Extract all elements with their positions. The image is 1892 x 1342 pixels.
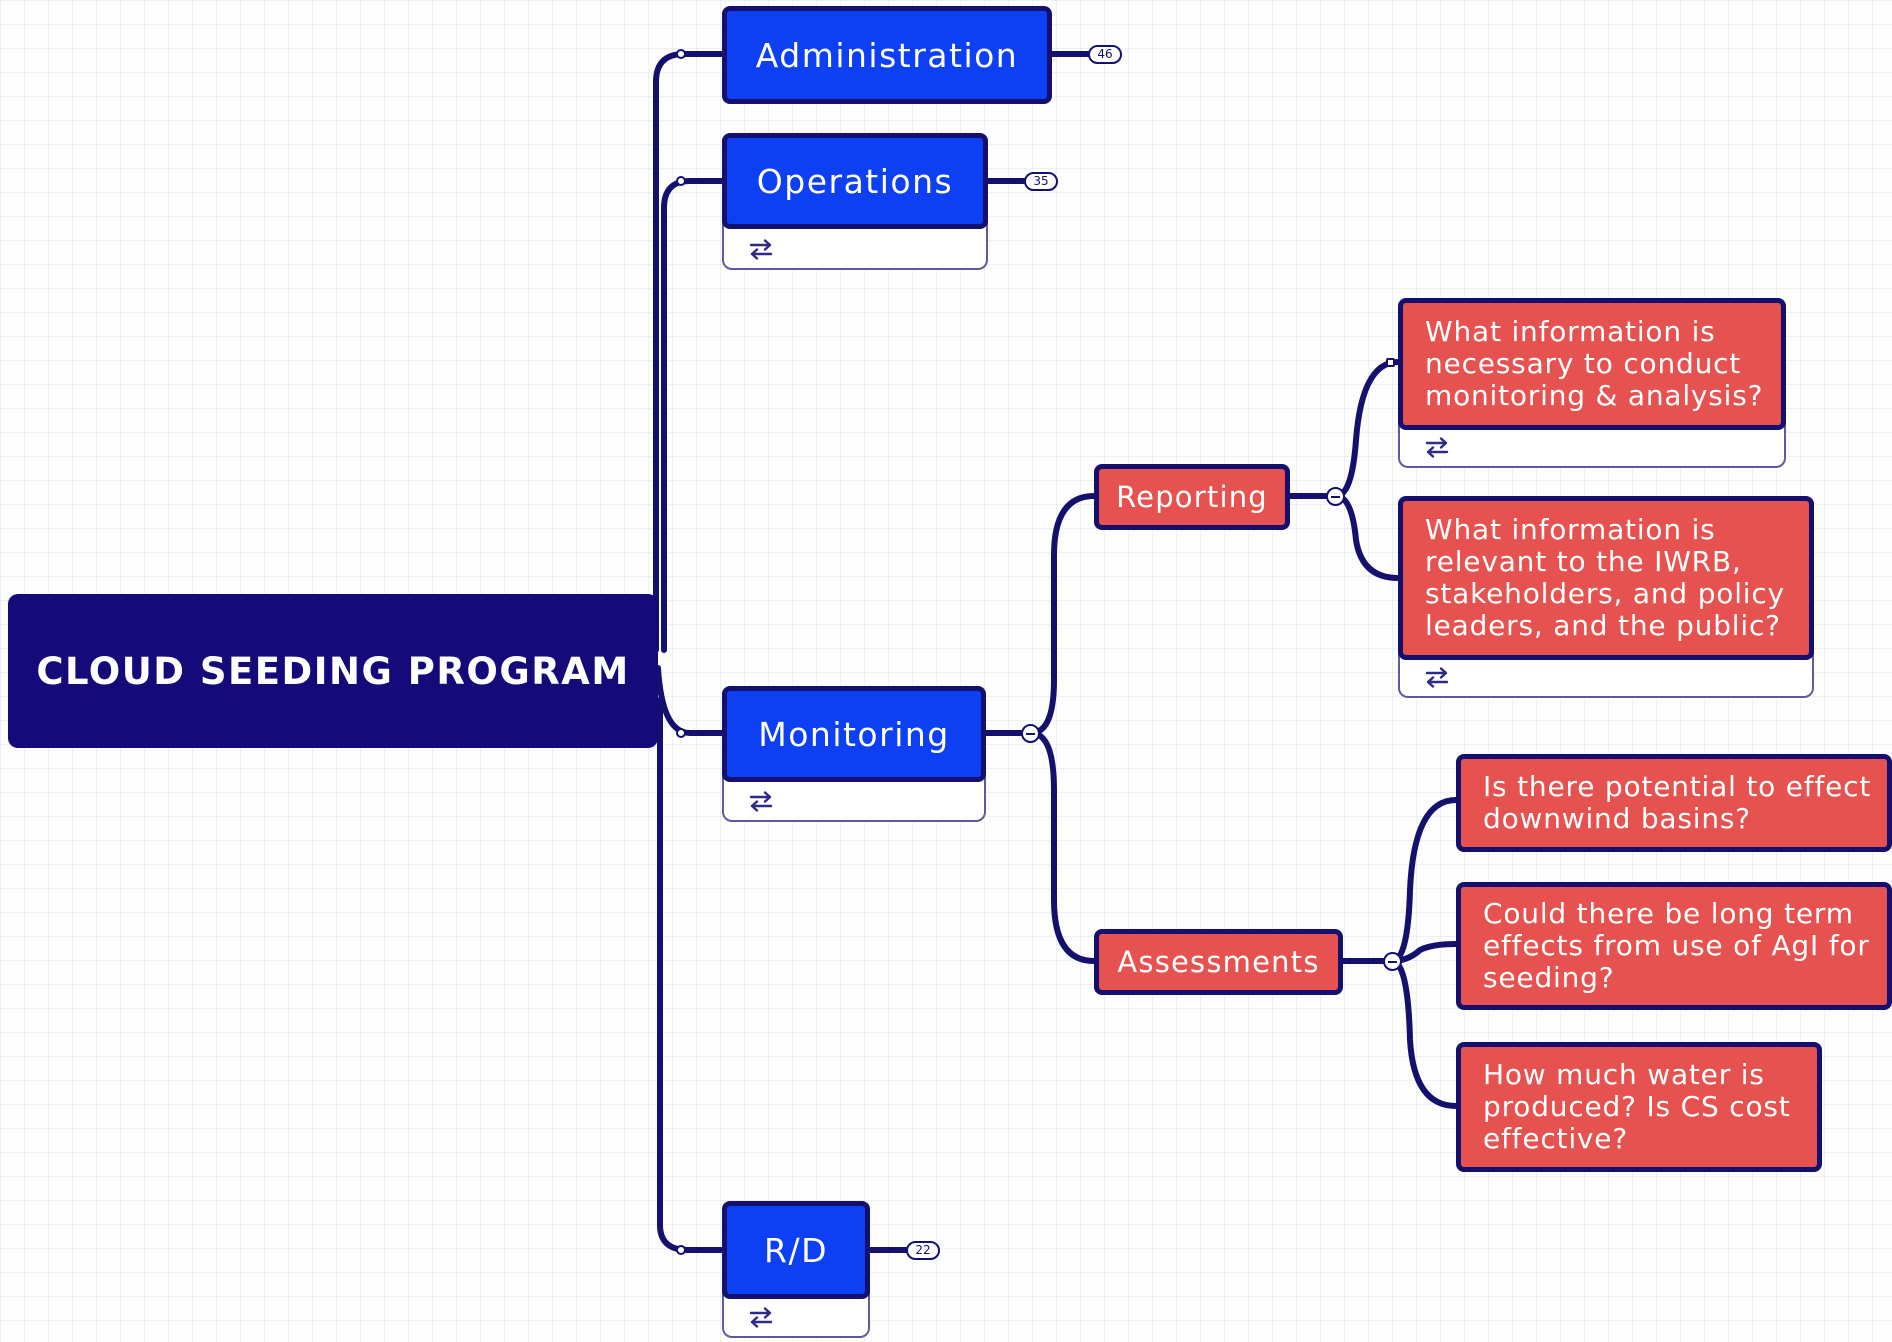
- link-reporting-q1: [1333, 359, 1401, 499]
- collapse-toggle-icon[interactable]: [1021, 724, 1040, 743]
- link-root-monitoring: [655, 665, 725, 736]
- question-node[interactable]: What information is relevant to the IWRB…: [1398, 496, 1814, 660]
- collapse-toggle-icon[interactable]: [1383, 952, 1402, 971]
- collapsed-count-badge[interactable]: 46: [1088, 45, 1122, 64]
- topic-reporting-label: Reporting: [1116, 480, 1268, 514]
- swap-arrows-icon[interactable]: [748, 790, 774, 812]
- topic-reporting[interactable]: Reporting: [1094, 464, 1290, 530]
- question-node[interactable]: What information is necessary to conduct…: [1398, 298, 1786, 430]
- connector-dot: [676, 728, 686, 738]
- question-text: What information is necessary to conduct…: [1425, 315, 1764, 412]
- root-topic-label: CLOUD SEEDING PROGRAM: [36, 649, 630, 693]
- connector-dot: [676, 1245, 686, 1255]
- question-text: What information is relevant to the IWRB…: [1425, 513, 1785, 642]
- topic-assessments[interactable]: Assessments: [1094, 929, 1343, 995]
- link-monitoring-reporting: [1028, 493, 1097, 736]
- topic-monitoring[interactable]: Monitoring: [722, 686, 986, 782]
- topic-operations-label: Operations: [756, 161, 954, 201]
- link-root-operations: [661, 178, 725, 653]
- question-text: How much water is produced? Is CS cost e…: [1483, 1058, 1791, 1155]
- collapsed-count-badge[interactable]: 35: [1024, 172, 1058, 191]
- swap-arrows-icon[interactable]: [1424, 436, 1450, 458]
- topic-administration-label: Administration: [755, 35, 1019, 75]
- question-node[interactable]: Could there be long term effects from us…: [1456, 882, 1892, 1010]
- swap-arrows-icon[interactable]: [748, 1306, 774, 1328]
- question-node[interactable]: Is there potential to effect downwind ba…: [1456, 754, 1892, 852]
- link-assessments-q3: [1389, 958, 1459, 1109]
- swap-arrows-icon[interactable]: [748, 238, 774, 260]
- topic-operations[interactable]: Operations: [722, 133, 988, 229]
- question-text: Could there be long term effects from us…: [1483, 897, 1870, 994]
- root-topic[interactable]: CLOUD SEEDING PROGRAM: [8, 594, 658, 748]
- topic-monitoring-label: Monitoring: [758, 714, 950, 754]
- link-monitoring-assessments: [1028, 730, 1097, 964]
- connector-dot: [676, 49, 686, 59]
- topic-assessments-label: Assessments: [1117, 945, 1320, 979]
- topic-rd[interactable]: R/D: [722, 1201, 870, 1299]
- link-assessments-q1: [1389, 797, 1459, 964]
- topic-administration[interactable]: Administration: [722, 6, 1052, 104]
- link-reporting-q2: [1333, 493, 1401, 581]
- question-node[interactable]: How much water is produced? Is CS cost e…: [1456, 1042, 1822, 1172]
- collapsed-count-badge[interactable]: 22: [906, 1241, 940, 1260]
- swap-arrows-icon[interactable]: [1424, 666, 1450, 688]
- question-text: Is there potential to effect downwind ba…: [1483, 770, 1872, 835]
- connector-dot: [1386, 358, 1395, 367]
- link-root-rd: [657, 697, 725, 1253]
- collapse-toggle-icon[interactable]: [1326, 487, 1345, 506]
- connector-dot: [676, 176, 686, 186]
- topic-rd-label: R/D: [764, 1230, 828, 1270]
